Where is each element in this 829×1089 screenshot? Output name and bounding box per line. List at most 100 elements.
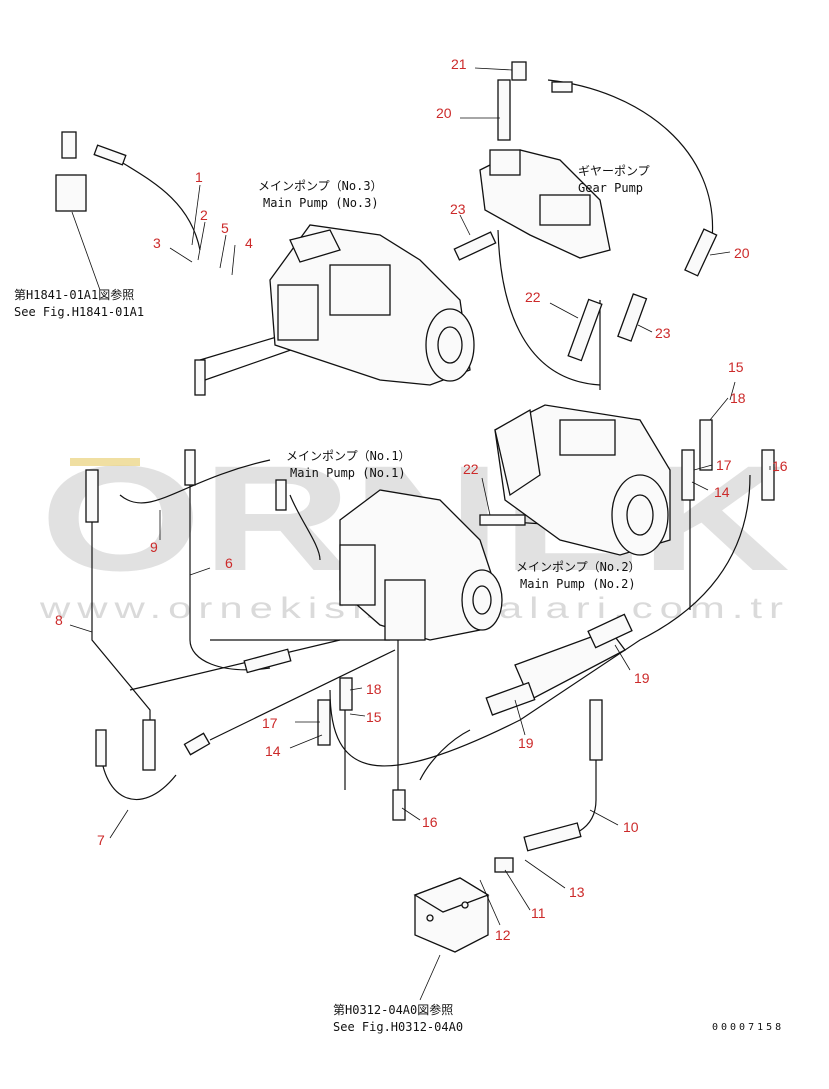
callout-10: 10 xyxy=(623,819,639,835)
fitting-18-left xyxy=(339,677,353,711)
lead-1 xyxy=(191,184,201,246)
lead-3 xyxy=(169,247,193,263)
callout-14-right: 14 xyxy=(714,484,730,500)
lead-15-left xyxy=(349,713,366,717)
callout-6: 6 xyxy=(225,555,233,571)
hose-9 xyxy=(119,459,271,504)
hose-pump3-b xyxy=(204,344,306,381)
gear-pump xyxy=(479,149,611,259)
fitting-6-top xyxy=(194,359,206,396)
fitting-22-upper xyxy=(567,298,603,362)
clamp-19-upper xyxy=(587,613,633,649)
ref-bottom-jp: 第H0312-04A0図参照 xyxy=(333,1002,453,1017)
callout-23-top: 23 xyxy=(450,201,466,217)
lead-18-right xyxy=(709,397,729,421)
lead-8 xyxy=(69,624,93,633)
callout-20-right: 20 xyxy=(734,245,750,261)
figure-references: 第H1841-01A1図参照 See Fig.H1841-01A1 第H0312… xyxy=(14,287,784,1034)
lead-12 xyxy=(479,879,501,926)
callout-23-right: 23 xyxy=(655,325,671,341)
callout-18-right: 18 xyxy=(730,390,746,406)
fitting-22-lower xyxy=(479,514,526,526)
pump-2-label-en: Main Pump (No.2) xyxy=(520,577,636,591)
lead-4 xyxy=(231,244,236,276)
fitting-17-left xyxy=(317,699,331,746)
callout-19-right: 19 xyxy=(634,670,650,686)
lead-16-left xyxy=(401,807,421,821)
doc-number: 00007158 xyxy=(712,1022,784,1033)
pump-2-bell xyxy=(494,408,541,497)
lead-20-right xyxy=(709,251,731,256)
block-valve-port-1 xyxy=(426,914,434,922)
gear-pump-label-en: Gear Pump xyxy=(578,181,643,195)
callout-11: 11 xyxy=(531,905,546,921)
ref-top-jp: 第H1841-01A1図参照 xyxy=(14,287,134,302)
fitting-23-right xyxy=(617,293,648,342)
ref-bottom-en: See Fig.H0312-04A0 xyxy=(333,1020,463,1034)
lead-19-left xyxy=(514,699,526,736)
fitting-10-top xyxy=(589,699,603,761)
watermark-accent-bar xyxy=(70,458,140,466)
bolt-21 xyxy=(551,81,573,93)
lead-19-right xyxy=(614,644,631,671)
pump-2-shaft xyxy=(626,494,654,536)
pump-3-label-en: Main Pump (No.3) xyxy=(263,196,379,210)
hose-16-branch xyxy=(419,729,471,781)
lead-14-right xyxy=(691,481,709,491)
fitting-16-lower xyxy=(392,789,406,821)
top-left-valve-body xyxy=(55,174,87,212)
callout-7: 7 xyxy=(97,832,105,848)
lead-15-right xyxy=(729,381,736,401)
fitting-18-right xyxy=(699,419,713,471)
lead-6 xyxy=(189,567,211,576)
top-left-fitting xyxy=(93,144,127,166)
top-left-elbow xyxy=(61,131,77,159)
fitting-17-right xyxy=(681,449,695,501)
hose-14-long xyxy=(329,474,751,767)
gear-pump-label-jp: ギヤーポンプ xyxy=(578,164,650,178)
hose-8-branch xyxy=(129,639,341,691)
lead-23-right xyxy=(637,324,653,333)
leader-lines xyxy=(69,67,771,1001)
callout-13: 13 xyxy=(569,884,585,900)
pump-3-valve-block xyxy=(277,284,319,341)
hose-20-upper xyxy=(547,79,714,241)
block-valve xyxy=(413,877,490,953)
fitting-23-top xyxy=(453,231,497,261)
gear-pump-port xyxy=(489,149,521,176)
main-pump-2 xyxy=(494,404,671,556)
fitting-20-top xyxy=(497,79,511,141)
gear-pump-block xyxy=(539,194,591,226)
clamp-19-lower xyxy=(485,681,536,716)
callout-21: 21 xyxy=(451,56,467,72)
pump-3-label-jp: メインポンプ（No.3） xyxy=(258,179,383,193)
pump-3-shaft xyxy=(437,326,463,364)
callout-12: 12 xyxy=(495,927,511,943)
callout-8: 8 xyxy=(55,612,63,628)
fitting-11 xyxy=(494,857,514,873)
main-pump-1 xyxy=(339,489,503,641)
lead-22-lower xyxy=(481,477,491,516)
callout-1: 1 xyxy=(195,169,203,185)
lead-2 xyxy=(197,221,206,261)
callout-16-left: 16 xyxy=(422,814,438,830)
fitting-7-end xyxy=(95,729,107,767)
clamp-21 xyxy=(511,61,527,81)
callout-15-left: 15 xyxy=(366,709,382,725)
lead-13 xyxy=(524,859,566,889)
callout-4: 4 xyxy=(245,235,253,251)
callout-18-left: 18 xyxy=(366,681,382,697)
lead-22-upper xyxy=(549,302,579,319)
lead-17-right xyxy=(693,464,713,471)
callout-5: 5 xyxy=(221,220,229,236)
fitting-10-end xyxy=(523,822,582,852)
ref-top-en: See Fig.H1841-01A1 xyxy=(14,305,144,319)
callout-19-left: 19 xyxy=(518,735,534,751)
pump-2-label-jp: メインポンプ（No.2） xyxy=(516,560,641,574)
fitting-16-right xyxy=(761,449,775,501)
callouts: 1 2 3 4 5 6 7 8 9 10 11 12 13 14 14 15 1… xyxy=(55,56,788,943)
hose-10 xyxy=(539,710,597,841)
fitting-6-mid xyxy=(184,449,196,486)
callout-20-top: 20 xyxy=(436,105,452,121)
